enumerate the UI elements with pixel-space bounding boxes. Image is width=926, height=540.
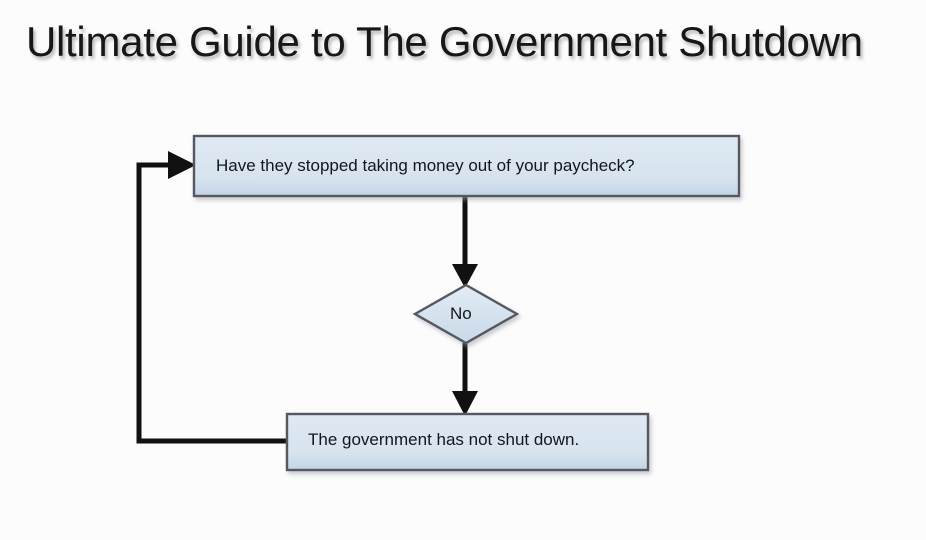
edge-outcome-to-question <box>136 151 287 444</box>
page-title: Ultimate Guide to The Government Shutdow… <box>26 18 863 65</box>
edge-question-to-decision <box>452 196 478 288</box>
node-decision[interactable] <box>412 283 520 345</box>
node-question[interactable] <box>192 134 741 198</box>
edge-decision-to-outcome <box>452 343 478 416</box>
node-outcome[interactable] <box>285 412 650 472</box>
